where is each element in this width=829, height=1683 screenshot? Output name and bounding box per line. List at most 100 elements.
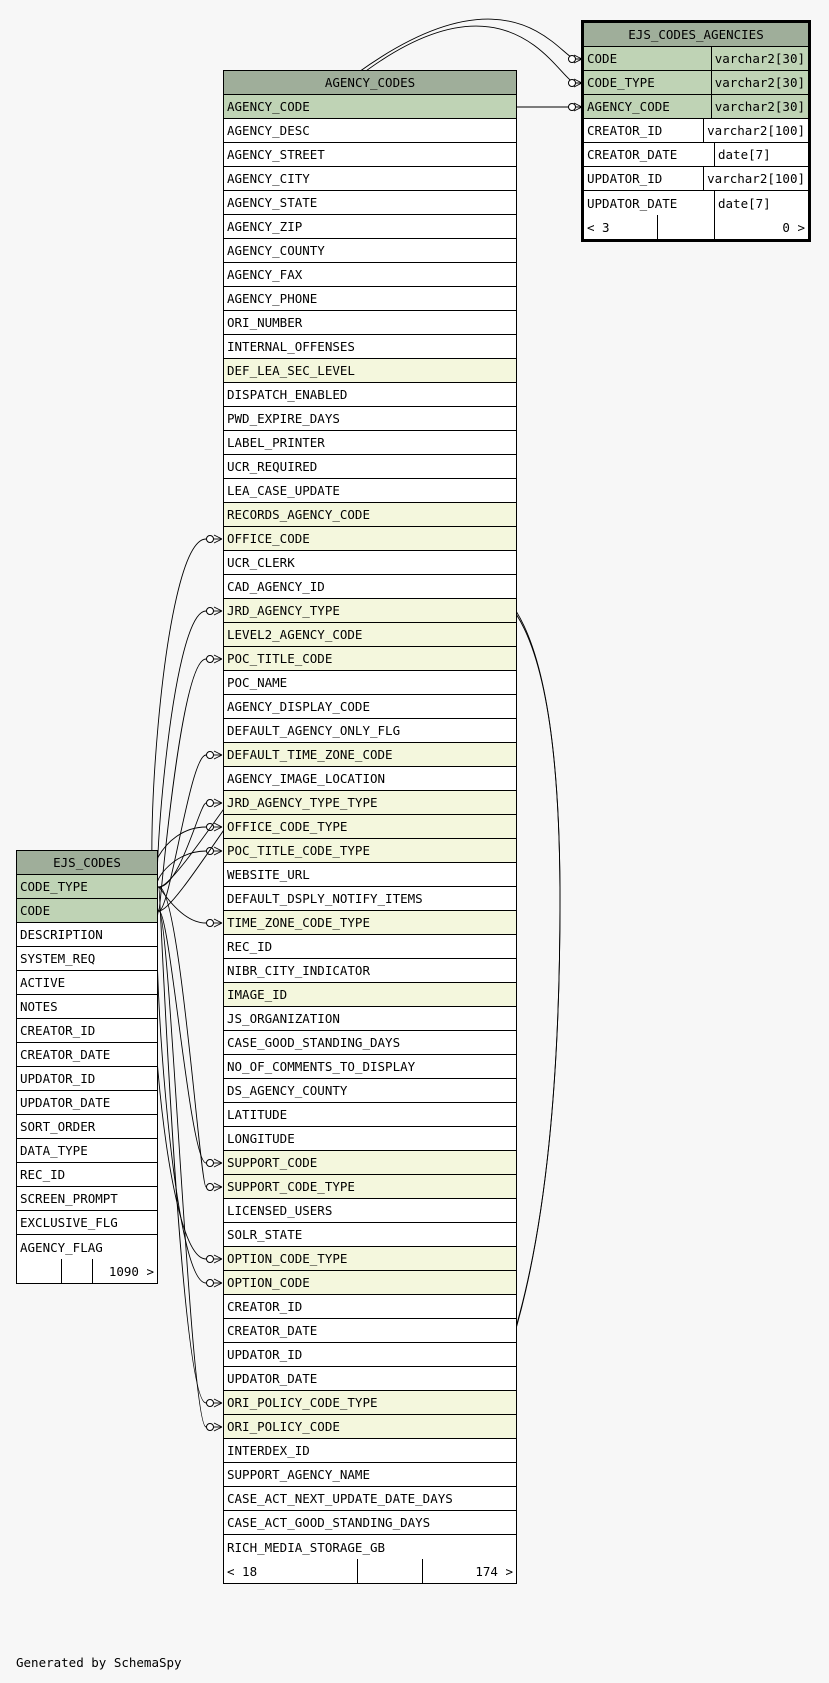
column-name: LEVEL2_AGENCY_CODE <box>227 627 363 642</box>
table-header[interactable]: EJS_CODES_AGENCIES <box>584 23 808 47</box>
column-row[interactable]: AGENCY_STREET <box>224 143 516 167</box>
column-row[interactable]: OFFICE_CODE <box>224 527 516 551</box>
column-row[interactable]: POC_NAME <box>224 671 516 695</box>
column-row[interactable]: REC_ID <box>224 935 516 959</box>
column-name: WEBSITE_URL <box>227 867 310 882</box>
column-row[interactable]: DEFAULT_DSPLY_NOTIFY_ITEMS <box>224 887 516 911</box>
optional-end-marker <box>206 799 214 807</box>
column-row[interactable]: JS_ORGANIZATION <box>224 1007 516 1031</box>
column-row[interactable]: CODE <box>17 899 157 923</box>
column-row[interactable]: AGENCY_ZIP <box>224 215 516 239</box>
optional-end-marker <box>206 1255 214 1263</box>
column-row[interactable]: RECORDS_AGENCY_CODE <box>224 503 516 527</box>
column-row[interactable]: AGENCY_FLAG <box>17 1235 157 1259</box>
column-row[interactable]: LONGITUDE <box>224 1127 516 1151</box>
column-row[interactable]: AGENCY_IMAGE_LOCATION <box>224 767 516 791</box>
column-row[interactable]: POC_TITLE_CODE <box>224 647 516 671</box>
column-row[interactable]: AGENCY_COUNTY <box>224 239 516 263</box>
column-row[interactable]: JRD_AGENCY_TYPE_TYPE <box>224 791 516 815</box>
column-row[interactable]: EXCLUSIVE_FLG <box>17 1211 157 1235</box>
column-row[interactable]: REC_ID <box>17 1163 157 1187</box>
column-row[interactable]: LABEL_PRINTER <box>224 431 516 455</box>
column-row[interactable]: UCR_REQUIRED <box>224 455 516 479</box>
column-row[interactable]: ORI_POLICY_CODE <box>224 1415 516 1439</box>
column-row[interactable]: SUPPORT_AGENCY_NAME <box>224 1463 516 1487</box>
column-row[interactable]: NO_OF_COMMENTS_TO_DISPLAY <box>224 1055 516 1079</box>
column-row[interactable]: CREATOR_ID <box>224 1295 516 1319</box>
column-row[interactable]: CREATOR_DATE <box>224 1319 516 1343</box>
column-row[interactable]: TIME_ZONE_CODE_TYPE <box>224 911 516 935</box>
column-row[interactable]: JRD_AGENCY_TYPE <box>224 599 516 623</box>
column-row[interactable]: CASE_ACT_GOOD_STANDING_DAYS <box>224 1511 516 1535</box>
column-row[interactable]: AGENCY_CODE <box>224 95 516 119</box>
column-row[interactable]: UCR_CLERK <box>224 551 516 575</box>
column-row[interactable]: SYSTEM_REQ <box>17 947 157 971</box>
column-row[interactable]: INTERDEX_ID <box>224 1439 516 1463</box>
column-row[interactable]: AGENCY_DESC <box>224 119 516 143</box>
column-row[interactable]: UPDATOR_DATE <box>17 1091 157 1115</box>
column-row[interactable]: SUPPORT_CODE_TYPE <box>224 1175 516 1199</box>
column-row[interactable]: CAD_AGENCY_ID <box>224 575 516 599</box>
column-name: SYSTEM_REQ <box>20 951 96 966</box>
column-row[interactable]: SORT_ORDER <box>17 1115 157 1139</box>
column-name: CAD_AGENCY_ID <box>227 579 325 594</box>
column-row[interactable]: RICH_MEDIA_STORAGE_GB <box>224 1535 516 1559</box>
column-row[interactable]: AGENCY_STATE <box>224 191 516 215</box>
column-row[interactable]: NIBR_CITY_INDICATOR <box>224 959 516 983</box>
column-row[interactable]: DATA_TYPE <box>17 1139 157 1163</box>
column-name: DS_AGENCY_COUNTY <box>227 1083 348 1098</box>
column-row[interactable]: IMAGE_ID <box>224 983 516 1007</box>
column-row[interactable]: OPTION_CODE <box>224 1271 516 1295</box>
column-row[interactable]: CASE_ACT_NEXT_UPDATE_DATE_DAYS <box>224 1487 516 1511</box>
column-row[interactable]: DEFAULT_TIME_ZONE_CODE <box>224 743 516 767</box>
column-row[interactable]: LEA_CASE_UPDATE <box>224 479 516 503</box>
column-row[interactable]: AGENCY_FAX <box>224 263 516 287</box>
column-row[interactable]: UPDATOR_ID <box>224 1343 516 1367</box>
column-row[interactable]: SCREEN_PROMPT <box>17 1187 157 1211</box>
column-row[interactable]: SUPPORT_CODE <box>224 1151 516 1175</box>
column-row[interactable]: AGENCY_PHONE <box>224 287 516 311</box>
column-row[interactable]: OPTION_CODE_TYPE <box>224 1247 516 1271</box>
column-row[interactable]: PWD_EXPIRE_DAYS <box>224 407 516 431</box>
column-row[interactable]: DS_AGENCY_COUNTY <box>224 1079 516 1103</box>
column-row[interactable]: LICENSED_USERS <box>224 1199 516 1223</box>
optional-end-marker <box>206 607 214 615</box>
column-row[interactable]: DISPATCH_ENABLED <box>224 383 516 407</box>
column-row[interactable]: LEVEL2_AGENCY_CODE <box>224 623 516 647</box>
column-row[interactable]: ACTIVE <box>17 971 157 995</box>
column-row[interactable]: SOLR_STATE <box>224 1223 516 1247</box>
column-row[interactable]: AGENCY_DISPLAY_CODE <box>224 695 516 719</box>
column-row[interactable]: CREATOR_DATE <box>17 1043 157 1067</box>
column-row[interactable]: ORI_NUMBER <box>224 311 516 335</box>
column-name: CODE_TYPE <box>587 75 655 90</box>
table-header[interactable]: AGENCY_CODES <box>224 71 516 95</box>
column-row[interactable]: CREATOR_ID <box>17 1019 157 1043</box>
column-row[interactable]: OFFICE_CODE_TYPE <box>224 815 516 839</box>
column-row[interactable]: DEFAULT_AGENCY_ONLY_FLG <box>224 719 516 743</box>
column-row[interactable]: INTERNAL_OFFENSES <box>224 335 516 359</box>
column-row[interactable]: CODE_TYPE <box>17 875 157 899</box>
column-row[interactable]: POC_TITLE_CODE_TYPE <box>224 839 516 863</box>
column-row[interactable]: DEF_LEA_SEC_LEVEL <box>224 359 516 383</box>
column-row[interactable]: CASE_GOOD_STANDING_DAYS <box>224 1031 516 1055</box>
column-name: NO_OF_COMMENTS_TO_DISPLAY <box>227 1059 416 1074</box>
column-row[interactable]: DESCRIPTION <box>17 923 157 947</box>
column-row[interactable]: UPDATOR_ID <box>17 1067 157 1091</box>
column-row[interactable]: ORI_POLICY_CODE_TYPE <box>224 1391 516 1415</box>
column-row[interactable]: AGENCY_CITY <box>224 167 516 191</box>
column-row[interactable]: LATITUDE <box>224 1103 516 1127</box>
column-row[interactable]: WEBSITE_URL <box>224 863 516 887</box>
column-row[interactable]: UPDATOR_DATE <box>224 1367 516 1391</box>
column-row[interactable]: NOTES <box>17 995 157 1019</box>
table-header[interactable]: EJS_CODES <box>17 851 157 875</box>
